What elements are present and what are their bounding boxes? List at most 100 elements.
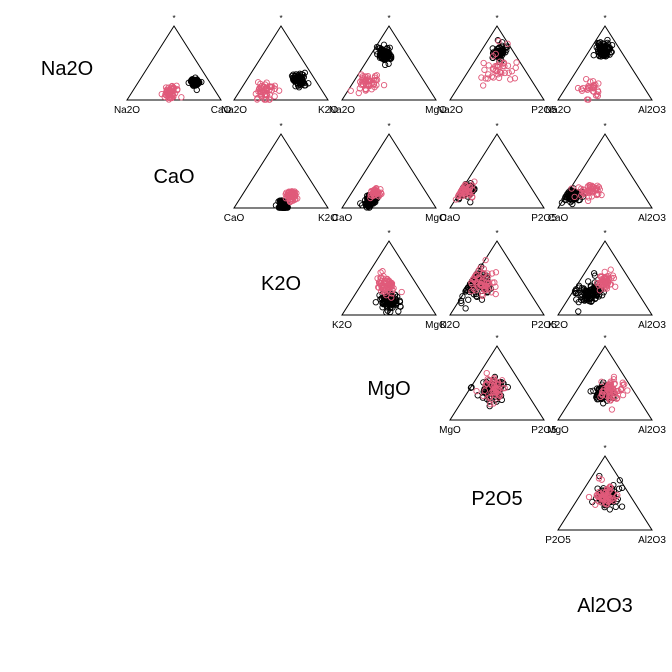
data-point: [383, 309, 390, 316]
data-point: [570, 192, 577, 199]
data-point: [507, 76, 514, 83]
vertex-label-right: MgO: [425, 320, 447, 331]
data-point: [574, 84, 582, 92]
data-point: [600, 52, 608, 60]
ternary-triangle: [449, 25, 545, 101]
data-point: [478, 74, 485, 81]
data-point: [603, 497, 610, 504]
data-point: [468, 279, 475, 286]
data-point: [193, 86, 200, 94]
data-point: [365, 81, 372, 88]
data-point: [374, 275, 381, 282]
data-point: [466, 187, 473, 195]
data-point: [260, 89, 267, 96]
data-point: [499, 385, 507, 392]
data-point: [613, 395, 620, 402]
data-point: [457, 188, 465, 195]
data-point: [375, 279, 383, 286]
data-point: [489, 279, 496, 286]
diagonal-label-p2o5: P2O5: [471, 488, 522, 510]
vertex-label-left: Na2O: [221, 105, 247, 116]
data-point: [468, 288, 475, 295]
data-point: [618, 484, 626, 492]
data-point: [595, 190, 602, 198]
apex-label: *: [279, 122, 282, 131]
data-point: [578, 192, 585, 199]
data-point: [474, 279, 482, 286]
data-point: [290, 77, 298, 84]
data-point: [600, 274, 608, 281]
data-point: [459, 293, 466, 300]
data-point: [494, 61, 502, 69]
data-point: [592, 501, 599, 508]
data-point: [158, 90, 165, 98]
apex-label: *: [495, 229, 498, 238]
data-point: [358, 202, 366, 209]
data-point: [492, 283, 499, 290]
data-point: [606, 484, 613, 491]
data-point: [263, 79, 270, 86]
data-point: [590, 85, 597, 92]
data-point: [590, 387, 597, 394]
data-point: [471, 272, 479, 280]
data-point: [575, 282, 583, 289]
ternary-triangle: [557, 455, 653, 531]
data-point: [492, 269, 500, 276]
data-point: [357, 200, 364, 207]
vertex-label-right: Al2O3: [638, 425, 666, 436]
data-point: [500, 60, 507, 67]
data-point: [588, 294, 595, 302]
data-point: [600, 277, 608, 285]
vertex-label-right: P2O5: [531, 213, 557, 224]
vertex-label-left: K2O: [440, 320, 460, 331]
diagonal-label-k2o: K2O: [261, 273, 301, 295]
data-point: [581, 297, 588, 304]
vertex-label-right: MgO: [425, 213, 447, 224]
data-point: [376, 52, 383, 60]
data-point: [481, 66, 488, 73]
data-point: [482, 256, 489, 264]
apex-label: *: [495, 122, 498, 131]
data-point: [480, 59, 487, 67]
data-point: [584, 96, 591, 103]
diagonal-label-al2o3: Al2O3: [577, 595, 633, 617]
data-point: [382, 51, 389, 59]
apex-label: *: [279, 14, 282, 23]
data-point: [490, 74, 497, 81]
data-point: [485, 62, 492, 69]
ternary-triangle: [233, 25, 329, 101]
vertex-label-left: K2O: [332, 320, 352, 331]
data-point: [600, 385, 608, 393]
data-point: [475, 266, 483, 274]
data-point: [254, 95, 261, 102]
vertex-label-left: Na2O: [114, 105, 140, 116]
data-point: [493, 380, 500, 387]
data-point: [377, 189, 385, 196]
data-point: [302, 82, 309, 89]
apex-label: *: [387, 229, 390, 238]
data-point: [178, 94, 185, 101]
data-point: [385, 277, 393, 284]
data-point: [485, 273, 492, 280]
data-point: [481, 387, 488, 394]
data-point: [262, 96, 269, 103]
data-point: [575, 184, 582, 191]
data-point: [457, 297, 465, 304]
data-point: [490, 400, 497, 407]
data-point: [479, 290, 486, 298]
data-point: [601, 46, 608, 53]
data-point: [587, 282, 594, 289]
data-point: [471, 178, 478, 185]
data-point: [458, 299, 465, 307]
data-point: [495, 394, 502, 401]
data-point: [266, 96, 273, 103]
data-point: [501, 63, 508, 70]
data-point: [598, 390, 606, 398]
